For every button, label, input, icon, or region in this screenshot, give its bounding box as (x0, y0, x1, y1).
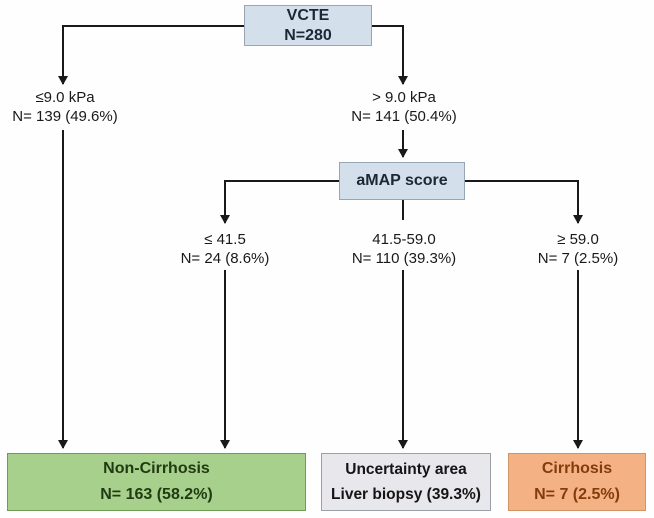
outcome-count: N= 7 (2.5%) (534, 485, 620, 503)
branch-label-vcte-low: ≤9.0 kPa N= 139 (49.6%) (0, 88, 140, 126)
branch-threshold: ≤ 41.5 (204, 231, 246, 248)
branch-threshold: 41.5-59.0 (372, 231, 436, 248)
branch-label-amap-mid: 41.5-59.0 N= 110 (39.3%) (329, 230, 479, 268)
vcte-count: N=280 (284, 26, 332, 44)
vcte-title: VCTE (286, 6, 330, 24)
outcome-title: Non-Cirrhosis (103, 460, 210, 478)
branch-label-amap-low: ≤ 41.5 N= 24 (8.6%) (150, 230, 300, 268)
node-amap-score: aMAP score (339, 162, 465, 200)
outcome-title: Uncertainty area (345, 460, 467, 478)
outcome-count: Liver biopsy (39.3%) (331, 485, 481, 503)
node-vcte: VCTE N=280 (244, 5, 372, 46)
branch-count: N= 7 (2.5%) (537, 250, 619, 267)
branch-count: N= 110 (39.3%) (351, 250, 457, 267)
outcome-count: N= 163 (58.2%) (100, 485, 213, 503)
branch-threshold: ≥ 59.0 (557, 231, 599, 248)
connector-vcte-to-high-branch (372, 25, 408, 85)
node-non-cirrhosis: Non-Cirrhosis N= 163 (58.2%) (7, 453, 306, 511)
branch-threshold: > 9.0 kPa (372, 89, 436, 106)
connector-vcte-to-low-branch (58, 25, 244, 85)
branch-label-vcte-high: > 9.0 kPa N= 141 (50.4%) (329, 88, 479, 126)
connector-amap-to-low-branch (220, 180, 339, 224)
branch-count: N= 139 (49.6%) (12, 108, 118, 125)
outcome-title: Cirrhosis (541, 460, 613, 478)
branch-count: N= 24 (8.6%) (180, 250, 270, 267)
branch-count: N= 141 (50.4%) (351, 108, 457, 125)
amap-title: aMAP score (356, 172, 448, 189)
node-cirrhosis: Cirrhosis N= 7 (2.5%) (508, 453, 646, 511)
connector-amap-to-high-branch (465, 180, 583, 224)
node-uncertainty-area: Uncertainty area Liver biopsy (39.3%) (321, 453, 491, 511)
branch-threshold: ≤9.0 kPa (35, 89, 95, 106)
branch-label-amap-high: ≥ 59.0 N= 7 (2.5%) (503, 230, 653, 268)
